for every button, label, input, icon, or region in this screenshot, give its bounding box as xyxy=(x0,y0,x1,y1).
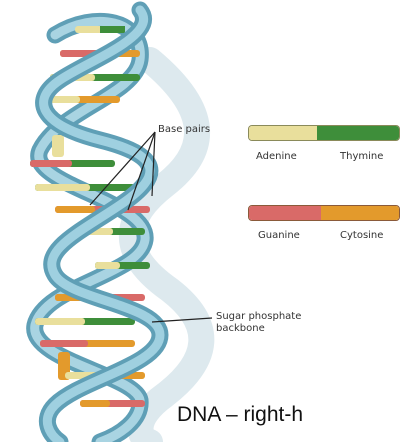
base-pairs-label: Base pairs xyxy=(158,124,210,135)
sugar-phosphate-label-line1: Sugar phosphate xyxy=(216,311,301,322)
guanine-label: Guanine xyxy=(258,230,300,241)
base-pair xyxy=(95,262,150,269)
cytosine-label: Cytosine xyxy=(340,230,383,241)
thymine-swatch xyxy=(317,126,400,140)
guanine-swatch xyxy=(249,206,321,220)
sugar-phosphate-label-line2: backbone xyxy=(216,323,265,334)
base-pair xyxy=(35,184,135,191)
base-pair xyxy=(80,400,145,407)
thymine-label: Thymine xyxy=(340,151,383,162)
base-pair xyxy=(30,160,115,167)
base-pair xyxy=(35,318,135,325)
guanine-cytosine-bar xyxy=(248,205,400,221)
adenine-swatch xyxy=(249,126,317,140)
base-pair xyxy=(75,26,125,33)
base-pair xyxy=(52,135,64,157)
cytosine-swatch xyxy=(321,206,399,220)
adenine-label: Adenine xyxy=(256,151,297,162)
diagram-caption: DNA – right-h xyxy=(177,403,303,427)
adenine-thymine-bar xyxy=(248,125,400,141)
base-pair xyxy=(40,340,135,347)
